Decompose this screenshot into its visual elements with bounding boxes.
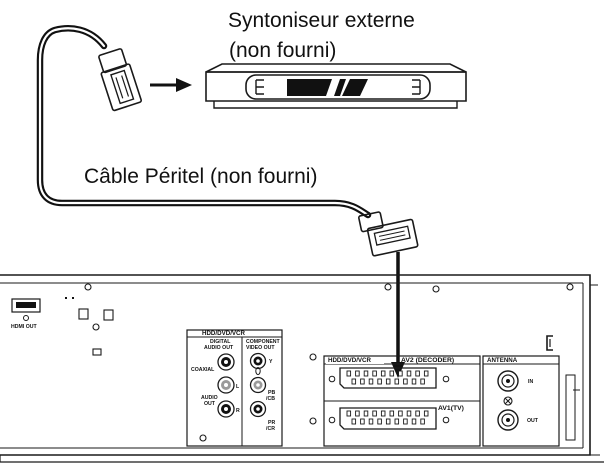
scart-pin [351, 378, 357, 385]
scart-pin [380, 410, 386, 417]
external-tuner [205, 63, 467, 109]
scart-pin [411, 418, 417, 425]
antenna-out-label: OUT [527, 418, 539, 424]
audio-r-label: R [236, 408, 240, 414]
antenna-block: ANTENNA IN OUT [482, 355, 560, 447]
av2-label: AV2 (DECODER) [401, 357, 454, 364]
scart-pin [360, 378, 365, 385]
scart-pin [411, 378, 417, 385]
audio-l-label: L [236, 384, 240, 390]
av2-scart-socket [346, 370, 429, 385]
scart-pin [389, 410, 395, 417]
scart-pin [380, 370, 386, 377]
comp-pr-label-2: /CR [266, 426, 275, 432]
scart-pin [377, 418, 382, 425]
antenna-in-label: IN [528, 379, 533, 385]
scart-pin [389, 370, 395, 377]
scart-pin [363, 370, 369, 377]
scart-pin [368, 418, 374, 425]
scart-block: HDD/DVD/VCR AV2 (DECODER) AV1(TV) [309, 353, 481, 447]
scart-pin [415, 370, 420, 377]
scart-pin [406, 410, 412, 417]
scart-pin [385, 378, 391, 385]
scart-pin [403, 418, 408, 425]
audio-out-label-2: OUT [204, 401, 216, 407]
tuner-title-label: Syntoniseur externe [228, 9, 415, 32]
scart-pin [423, 370, 429, 377]
scart-pin [346, 370, 352, 377]
scart-pin [363, 410, 369, 417]
comp-y-label: Y [269, 359, 273, 365]
recorder-rear-panel: HDMI OUT HDD/DVD/VCR DIGITAL AUDIO OUT C… [0, 274, 604, 463]
scart-pin [423, 410, 429, 417]
scart-pin [398, 410, 403, 417]
component-label-2: VIDEO OUT [246, 345, 275, 351]
scart-pin [360, 418, 365, 425]
digital-audio-label-2: AUDIO OUT [204, 345, 234, 351]
scart-pin [406, 370, 412, 377]
av1-scart-socket [346, 410, 429, 425]
antenna-title: ANTENNA [487, 357, 518, 364]
scart-pin [377, 378, 382, 385]
digital-audio-label-1: DIGITAL [210, 339, 231, 345]
coaxial-label: COAXIAL [191, 367, 215, 373]
scart-plug-bottom [358, 211, 419, 257]
scart-cable [36, 25, 372, 219]
scart-pin [394, 418, 400, 425]
scart-pin [355, 370, 360, 377]
cable-label: Câble Péritel (non fourni) [84, 165, 317, 188]
scart-pin [351, 418, 357, 425]
arrow-to-av2 [391, 252, 405, 378]
scart-pin [368, 378, 374, 385]
av1-label: AV1(TV) [438, 405, 464, 412]
comp-pb-label-2: /CB [266, 396, 275, 402]
scart-pin [346, 410, 352, 417]
scart-group-title: HDD/DVD/VCR [328, 357, 372, 364]
scart-pin [398, 370, 403, 377]
av-output-block: HDD/DVD/VCR DIGITAL AUDIO OUT COMPONENT … [186, 329, 283, 447]
comp-pb-label-1: PB [268, 390, 275, 396]
scart-pin [415, 410, 420, 417]
scart-pin [385, 418, 391, 425]
hdmi-label: HDMI OUT [11, 324, 37, 330]
av-group-title: HDD/DVD/VCR [202, 330, 246, 337]
scart-pin [394, 378, 400, 385]
comp-pr-label-1: PR [268, 420, 275, 426]
scart-pin [372, 370, 377, 377]
scart-plug-top [98, 48, 142, 112]
component-label-1: COMPONENT [246, 339, 281, 345]
scart-pin [403, 378, 408, 385]
scart-pin [420, 378, 425, 385]
scart-pin [355, 410, 360, 417]
scart-pin [420, 418, 425, 425]
scart-pin [372, 410, 377, 417]
arrow-to-tuner [150, 78, 192, 92]
tuner-note-label: (non fourni) [229, 39, 336, 62]
audio-out-label-1: AUDIO [201, 395, 218, 401]
